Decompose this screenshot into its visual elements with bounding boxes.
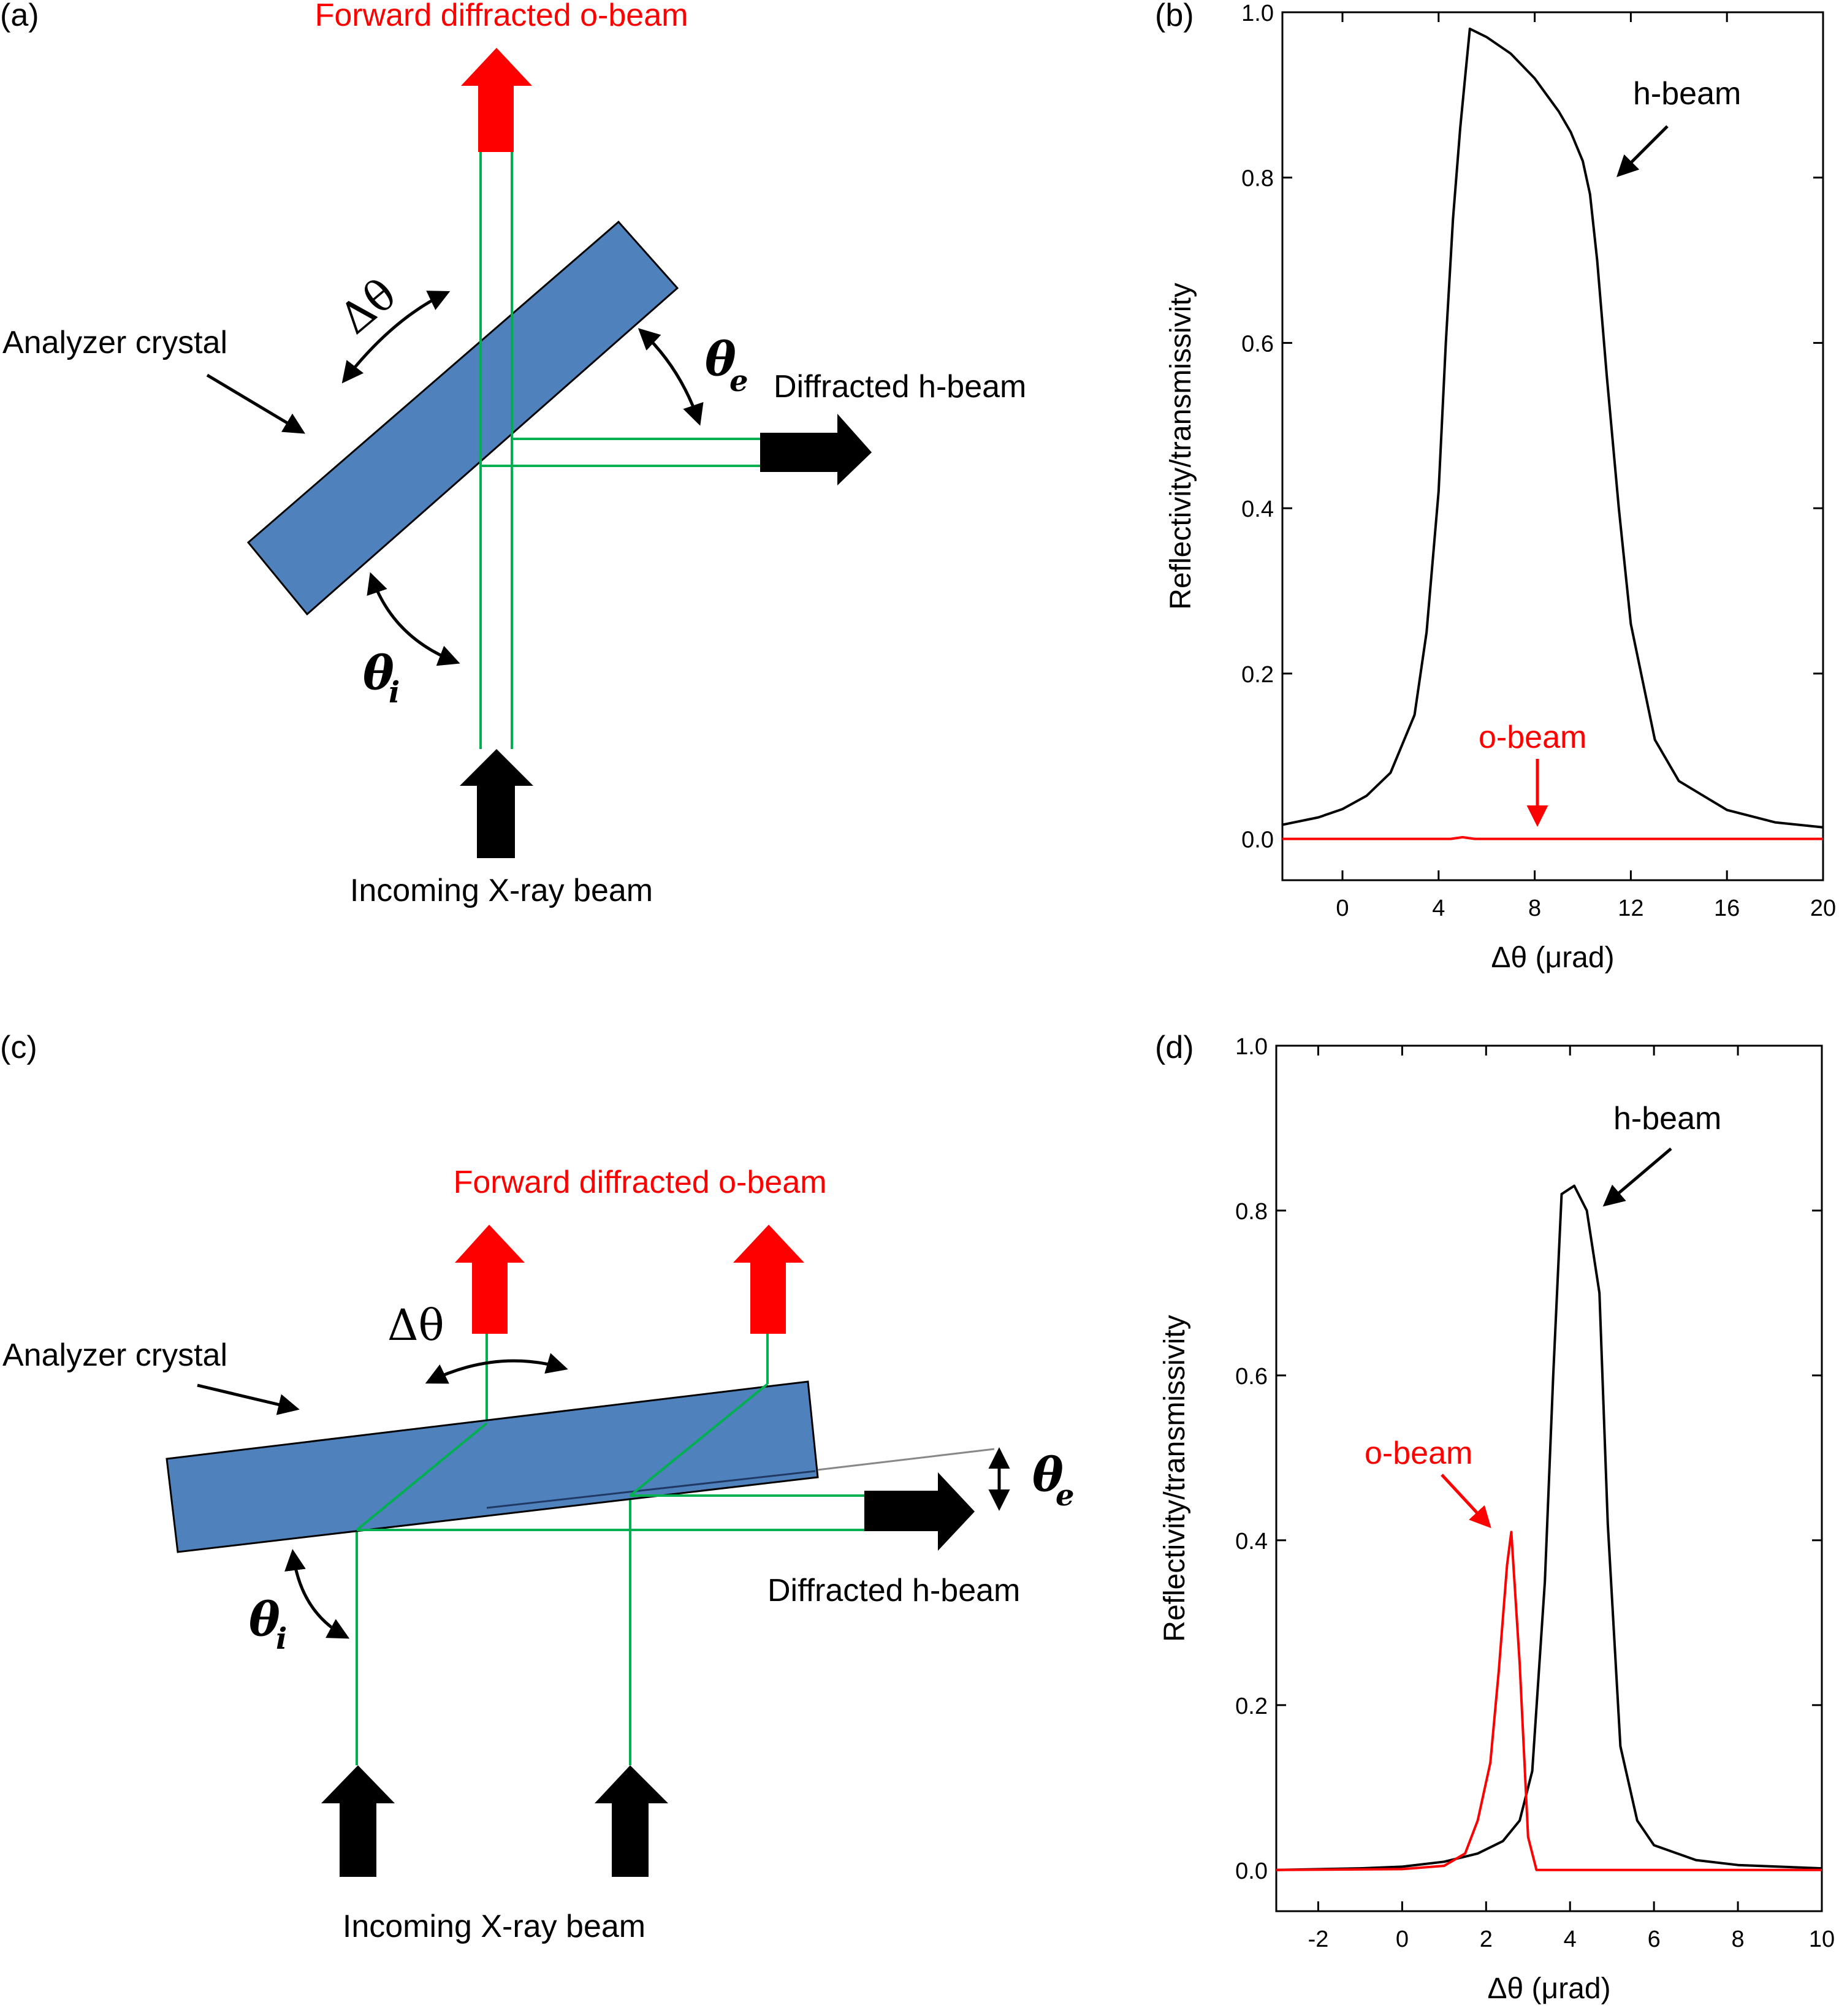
panel-c-tag: (c) bbox=[0, 1030, 37, 1065]
y-tick-label: 0.6 bbox=[1241, 331, 1274, 357]
x-tick-label: 12 bbox=[1618, 896, 1643, 921]
analyzer-crystal-c bbox=[166, 1380, 819, 1553]
incoming-beam-arrow-left bbox=[321, 1765, 395, 1877]
forward-o-beam-arrow-right bbox=[733, 1225, 804, 1334]
x-axis-label: Δθ (μrad) bbox=[1487, 1972, 1610, 2005]
x-tick-label: 4 bbox=[1432, 896, 1445, 921]
diffracted-h-beam-arrow bbox=[864, 1472, 975, 1551]
panel-a: (a) Forward diffracted o-beam Incoming X… bbox=[0, 0, 1026, 908]
theta-e-symbol: θ bbox=[1032, 1447, 1064, 1502]
panel-a-tag: (a) bbox=[0, 0, 39, 33]
x-axis-label: Δθ (μrad) bbox=[1491, 941, 1614, 974]
y-axis-label: Reflectivity/transmissivity bbox=[1165, 283, 1197, 609]
beam-path-c-front bbox=[356, 1383, 864, 1531]
y-tick-label: 0.8 bbox=[1241, 166, 1274, 192]
theta-i-subscript: i bbox=[276, 1622, 287, 1656]
panel-c: (c) Forward diffracted o-beam Incoming bbox=[0, 1030, 1075, 1944]
h-beam-pointer bbox=[1616, 125, 1669, 177]
y-tick-label: 0.2 bbox=[1241, 662, 1274, 688]
crystal-inner-line bbox=[486, 1470, 816, 1509]
forward-o-beam-arrow bbox=[461, 48, 532, 152]
theta-e-subscript: e bbox=[729, 364, 748, 398]
panel-b: (b) 0 4 8 12 16 20 0.0 0.2 0.4 0.6 0.8 1.0 Δθ (μrad)… bbox=[1155, 0, 1836, 974]
h-beam-label: h-beam bbox=[1633, 76, 1741, 112]
theta-e-arc bbox=[638, 328, 704, 426]
x-tick-label: 10 bbox=[1809, 1927, 1835, 1952]
y-tick-label: 1.0 bbox=[1241, 1, 1274, 26]
theta-i-symbol: θ bbox=[249, 1592, 280, 1646]
crystal-label: Analyzer crystal bbox=[2, 1337, 227, 1373]
x-tick-label: 20 bbox=[1810, 896, 1836, 921]
plot-frame bbox=[1281, 11, 1824, 881]
y-tick-label: 0.6 bbox=[1235, 1364, 1268, 1390]
y-tick-label: 0.2 bbox=[1235, 1694, 1268, 1719]
delta-theta-label: Δθ bbox=[387, 1300, 444, 1350]
rotation-arc-a bbox=[341, 291, 451, 384]
y-tick-label: 0.8 bbox=[1235, 1199, 1268, 1225]
panel-b-tag: (b) bbox=[1155, 0, 1194, 33]
o-beam-pointer bbox=[1441, 1474, 1491, 1529]
x-tick-label: 8 bbox=[1528, 896, 1541, 921]
x-tick-label: 2 bbox=[1480, 1927, 1493, 1952]
rotation-arc-c bbox=[425, 1353, 568, 1384]
crystal-pointer bbox=[206, 373, 306, 434]
forward-beam-label: Forward diffracted o-beam bbox=[454, 1165, 827, 1200]
theta-i-symbol: θ bbox=[363, 645, 394, 700]
y-tick-label: 1.0 bbox=[1235, 1034, 1268, 1060]
x-tick-label: 0 bbox=[1396, 1927, 1409, 1952]
x-tick-label: 16 bbox=[1714, 896, 1740, 921]
incoming-beam-arrow-right bbox=[595, 1765, 668, 1877]
x-tick-label: 6 bbox=[1648, 1927, 1661, 1952]
crystal-edge-extension bbox=[817, 1448, 995, 1471]
forward-o-beam-arrow-left bbox=[455, 1225, 525, 1334]
diffracted-h-beam-arrow bbox=[760, 414, 872, 485]
theta-i-arc bbox=[367, 572, 460, 666]
chart-d: -2 0 2 4 6 8 10 0.0 0.2 0.4 0.6 0.8 1.0 Δθ (μrad) Refl… bbox=[1159, 1034, 1835, 2005]
diffracted-beam-label: Diffracted h-beam bbox=[774, 369, 1026, 405]
y-tick-label: 0.4 bbox=[1235, 1529, 1268, 1554]
incoming-beam-label: Incoming X-ray beam bbox=[343, 1909, 645, 1944]
panel-d-tag: (d) bbox=[1155, 1030, 1194, 1065]
y-tick-label: 0.4 bbox=[1241, 496, 1274, 522]
h-beam-label: h-beam bbox=[1613, 1101, 1721, 1136]
x-tick-label: 4 bbox=[1564, 1927, 1577, 1952]
y-axis-label: Reflectivity/transmissivity bbox=[1159, 1315, 1191, 1641]
crystal-label: Analyzer crystal bbox=[2, 325, 227, 360]
chart-b: 0 4 8 12 16 20 0.0 0.2 0.4 0.6 0.8 1.0 Δθ (μrad) Refl… bbox=[1165, 1, 1836, 974]
panel-d: (d) -2 0 2 4 6 8 10 0.0 0.2 0.4 0.6 0.8 1.0 Δθ (μrad)… bbox=[1155, 1030, 1835, 2005]
theta-i-subscript: i bbox=[389, 675, 400, 710]
y-tick-label: 0.0 bbox=[1241, 827, 1274, 853]
x-tick-label: -2 bbox=[1308, 1927, 1329, 1952]
y-tick-label: 0.0 bbox=[1235, 1858, 1268, 1884]
forward-beam-label: Forward diffracted o-beam bbox=[315, 0, 688, 33]
series-line-o-beam bbox=[1276, 1531, 1822, 1871]
theta-e-subscript: e bbox=[1056, 1478, 1075, 1513]
beam-path-a-front bbox=[479, 310, 760, 467]
theta-i-arc bbox=[284, 1549, 350, 1639]
x-tick-label: 8 bbox=[1732, 1927, 1745, 1952]
o-beam-label: o-beam bbox=[1479, 720, 1586, 755]
crystal-pointer bbox=[197, 1383, 300, 1415]
analyzer-crystal-a bbox=[246, 220, 679, 616]
plot-frame bbox=[1275, 1044, 1823, 1912]
series-line-o-beam bbox=[1282, 835, 1823, 840]
h-beam-pointer bbox=[1602, 1147, 1672, 1207]
x-tick-label: 0 bbox=[1336, 896, 1349, 921]
diffracted-beam-label: Diffracted h-beam bbox=[767, 1573, 1020, 1608]
delta-theta-label: Δθ bbox=[330, 269, 406, 344]
series-line-h-beam bbox=[1276, 1184, 1822, 1871]
theta-e-symbol: θ bbox=[705, 332, 736, 386]
series-line-h-beam bbox=[1282, 28, 1824, 829]
o-beam-label: o-beam bbox=[1365, 1436, 1472, 1471]
incoming-beam-arrow bbox=[460, 749, 533, 858]
incoming-beam-label: Incoming X-ray beam bbox=[350, 873, 653, 908]
